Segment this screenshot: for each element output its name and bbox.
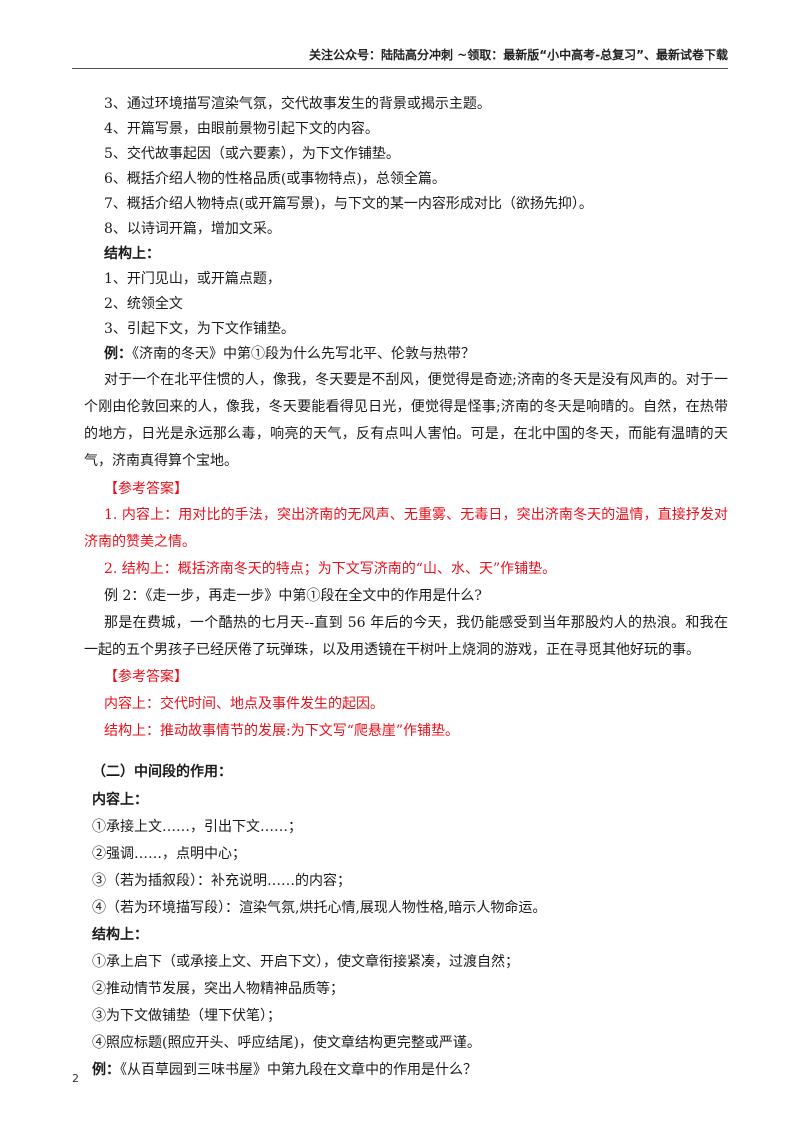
list-item: ③（若为插叙段）：补充说明……的内容；	[92, 873, 351, 889]
example-question-text: 《济南的冬天》中第①段为什么先写北平、伦敦与热带？	[132, 346, 475, 362]
example-3-question: 例：《从百草园到三味书屋》中第九段在文章中的作用是什么？	[84, 1057, 728, 1084]
example-label: 例：	[92, 1062, 120, 1078]
list-item: 8、以诗词开篇，增加文采。	[104, 221, 281, 237]
structure-heading: 结构上：	[92, 927, 148, 943]
answer-label: 【参考答案】	[104, 481, 188, 497]
answer-label: 【参考答案】	[104, 669, 188, 685]
list-item: ③为下文做铺垫（埋下伏笔）；	[92, 1008, 281, 1024]
list-item: ①承上启下（或承接上文、开启下文），使文章衔接紧凑，过渡自然；	[92, 954, 519, 970]
example-1-passage: 对于一个在北平住惯的人，像我，冬天要是不刮风，便觉得是奇迹;济南的冬天是没有风声…	[84, 372, 728, 469]
list-item: 5、交代故事起因（或六要素），为下文作铺垫。	[104, 146, 400, 162]
structure-heading: 结构上：	[104, 246, 160, 262]
example-2-answer-1: 内容上：交代时间、地点及事件发生的起因。	[104, 696, 384, 712]
list-item: 1、开门见山，或开篇点题，	[104, 271, 281, 287]
page-header: 关注公众号：陆陆高分冲刺 ~领取：最新版“小中高考-总复习”、最新试卷下载	[309, 48, 728, 62]
document-body: 3、通过环境描写渲染气氛，交代故事发生的背景或揭示主题。 4、开篇写景，由眼前景…	[84, 92, 728, 1084]
example-label: 例：	[104, 346, 132, 362]
content-heading: 内容上：	[92, 792, 148, 808]
example-2-passage: 那是在费城，一个酷热的七月天--直到 56 年后的今天，我仍能感受到当年那股灼人…	[84, 615, 728, 658]
example-1-question: 例：《济南的冬天》中第①段为什么先写北平、伦敦与热带？	[84, 342, 728, 367]
list-item: ②强调……，点明中心；	[92, 846, 246, 862]
example-2-answer-2: 结构上：推动故事情节的发展:为下文写“爬悬崖”作铺垫。	[104, 723, 460, 739]
page-number: 2	[72, 1072, 79, 1085]
list-item: 3、通过环境描写渲染气氛，交代故事发生的背景或揭示主题。	[104, 96, 491, 112]
list-item: 7、概括介绍人物特点(或开篇写景)，与下文的某一内容形成对比（欲扬先抑）。	[104, 196, 593, 212]
list-item: 4、开篇写景，由眼前景物引起下文的内容。	[104, 121, 379, 137]
list-item: 3、引起下文，为下文作铺垫。	[104, 321, 295, 337]
example-2-question: 例 2：《走一步，再走一步》中第①段在全文中的作用是什么?	[104, 588, 482, 604]
list-item: ④照应标题(照应开头、呼应结尾)，使文章结构更完整或严谨。	[92, 1035, 481, 1051]
list-item: ①承接上文……，引出下文……；	[92, 819, 302, 835]
example-1-answer-2: 2. 结构上：概括济南冬天的特点；为下文写济南的“山、水、天”作铺垫。	[104, 561, 557, 577]
section-title: （二）中间段的作用：	[92, 764, 232, 780]
list-item: ④（若为环境描写段）：渲染气氛,烘托心情,展现人物性格,暗示人物命运。	[92, 900, 547, 916]
header-divider	[72, 68, 728, 69]
example-1-answer-1: 1. 内容上：用对比的手法，突出济南的无风声、无重雾、无毒日，突出济南冬天的温情…	[84, 507, 728, 550]
example-question-text: 《从百草园到三味书屋》中第九段在文章中的作用是什么？	[120, 1062, 477, 1078]
list-item: ②推动情节发展，突出人物精神品质等；	[92, 981, 344, 997]
list-item: 6、概括介绍人物的性格品质(或事物特点)，总领全篇。	[104, 171, 446, 187]
list-item: 2、统领全文	[104, 296, 183, 312]
